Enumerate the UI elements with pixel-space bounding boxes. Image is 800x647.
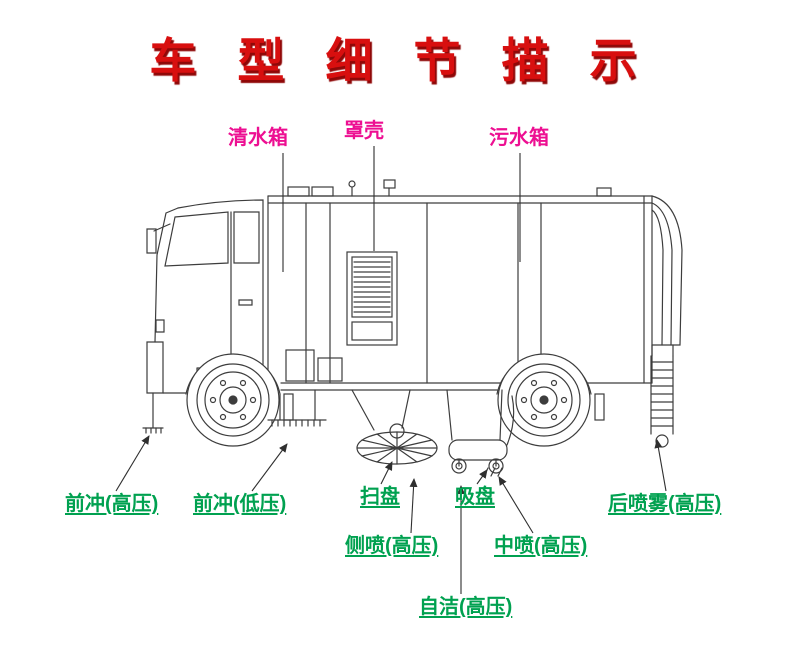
label-sweep-disc: 扫盘 xyxy=(360,486,400,508)
leader-front-flush-low xyxy=(251,443,288,492)
leader-suction-plate xyxy=(476,469,488,485)
label-front-flush-high: 前冲(高压) xyxy=(65,493,159,515)
truck-rear-spray-assembly xyxy=(650,344,674,448)
truck-tank-body xyxy=(267,179,683,391)
label-clean-water-tank: 清水箱 xyxy=(228,127,288,149)
leader-middle-spray-high xyxy=(498,476,534,534)
truck-illustration xyxy=(142,179,683,477)
label-rear-mist-spray-high: 后喷雾(高压) xyxy=(608,493,722,515)
label-middle-spray-high: 中喷(高压) xyxy=(494,535,588,557)
label-cover-shell: 罩壳 xyxy=(344,120,384,142)
truck-louver-panel xyxy=(346,251,398,346)
label-sewage-tank: 污水箱 xyxy=(489,127,549,149)
label-self-clean-high: 自洁(高压) xyxy=(419,596,513,618)
leader-rear-mist-spray-high xyxy=(654,439,667,492)
page-title: 车 型 细 节 描 示 xyxy=(149,34,651,87)
truck-front-flush-low-bar xyxy=(267,389,327,427)
truck-front-flush-high-nozzle xyxy=(142,392,164,434)
label-suction-plate: 吸盘 xyxy=(455,486,495,508)
truck-sweep-disc xyxy=(351,389,438,465)
leader-side-spray-high xyxy=(409,478,418,534)
truck-rear-wheel xyxy=(496,353,592,447)
truck-suction-plate xyxy=(446,389,515,477)
label-front-flush-low: 前冲(低压) xyxy=(193,493,287,515)
leader-front-flush-high xyxy=(115,435,150,492)
label-side-spray-high: 侧喷(高压) xyxy=(345,535,439,557)
leader-sweep-disc xyxy=(380,461,393,485)
leader-lines xyxy=(115,146,667,594)
truck-front-wheel xyxy=(185,353,281,447)
